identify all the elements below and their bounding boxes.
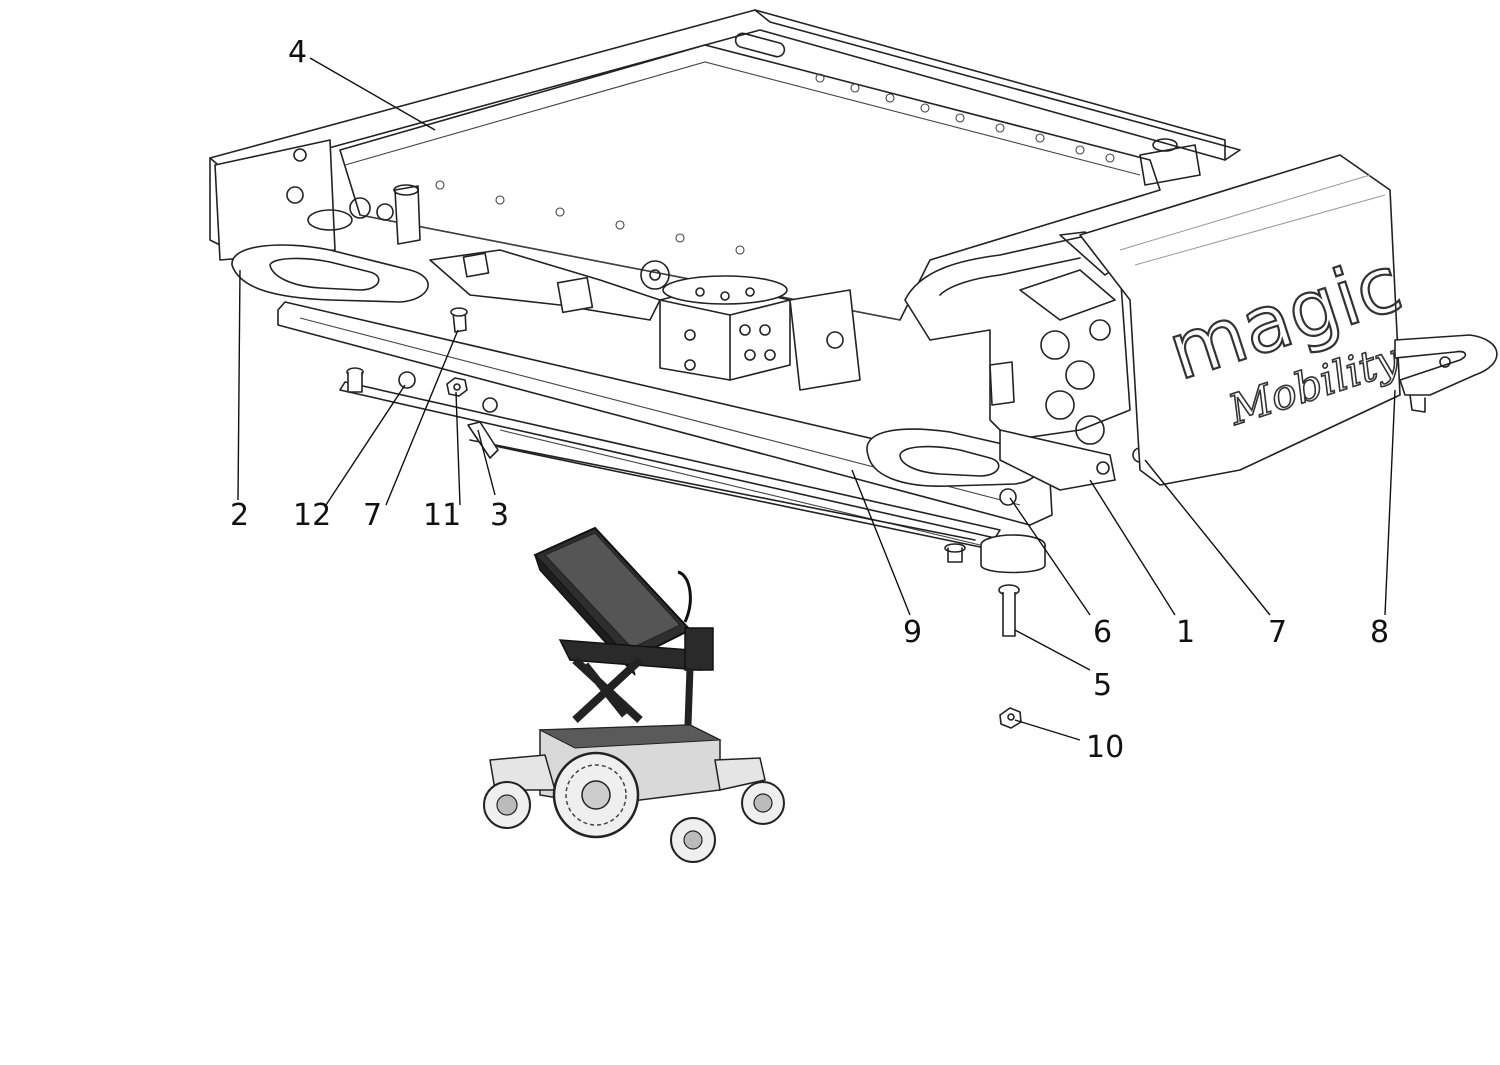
callout-7: 7 [363,498,382,533]
callout-7: 7 [1268,615,1287,650]
leader-lines [237,57,1396,741]
right-bracket-chain [904,231,1148,491]
wheelchair-caster-right [741,781,785,825]
callout-10: 10 [1086,730,1124,765]
callout-8: 8 [1370,615,1389,650]
wheelchair-caster-front [670,817,716,863]
front-handle [1394,334,1498,413]
wheelchair-caster-rear [483,781,531,829]
wheelchair-inset [483,526,785,863]
nut-11 [446,377,468,397]
left-handle [231,244,429,303]
callout-3: 3 [490,498,509,533]
wheelchair-drive-wheel [552,751,640,839]
callout-1: 1 [1176,615,1195,650]
actuator-block [429,249,861,391]
callout-4: 4 [288,35,307,70]
callout-12: 12 [293,498,331,533]
callout-2: 2 [230,498,249,533]
callout-6: 6 [1093,615,1112,650]
front-cover: magic Mobility [1079,154,1413,486]
frame-holes [435,73,1115,255]
callout-5: 5 [1093,668,1112,703]
nut-10 [999,707,1022,729]
callout-11: 11 [423,498,461,533]
callout-labels: 4 2 12 7 11 3 9 6 1 7 8 5 10 [230,35,1389,765]
seat-frame-assembly [209,9,1241,321]
callout-9: 9 [903,615,922,650]
